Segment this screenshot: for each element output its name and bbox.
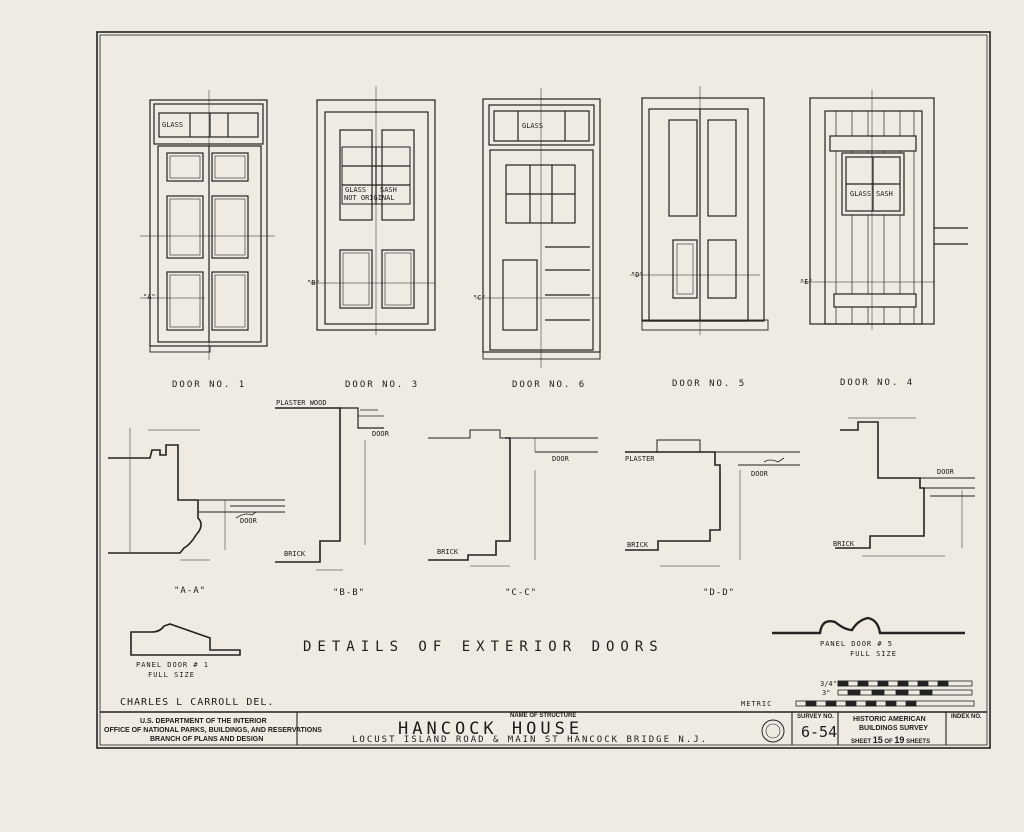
section-a-door-label: DOOR (240, 517, 257, 525)
door-5-section-mark: "D" (631, 271, 644, 279)
section-a-a (108, 428, 285, 561)
sheet-prefix: SHEET (851, 739, 872, 745)
door-4-section-mark: "E" (800, 278, 813, 286)
graphic-scale (795, 680, 975, 707)
profile-panel-door-5 (772, 616, 965, 635)
survey-label: SURVEY NO. (797, 714, 834, 720)
door-1-elevation (140, 90, 275, 360)
section-c-c (428, 429, 598, 567)
door-3-note-label: NOT ORIGINAL (344, 194, 395, 202)
door-1-glass-label: GLASS (162, 121, 184, 129)
sheet-of: OF (884, 739, 893, 745)
section-c-caption: "C-C" (505, 588, 538, 598)
habs-seal (761, 719, 785, 743)
section-d-top-label: PLASTER (625, 455, 655, 463)
door-1-caption: DOOR NO. 1 (172, 380, 247, 390)
door-3-sash-label: SASH (380, 186, 397, 194)
door-5-caption: DOOR NO. 5 (672, 379, 747, 389)
habs-line-2: BUILDINGS SURVEY (859, 725, 929, 732)
door-6-section-mark: "C" (473, 294, 486, 302)
agency-line-1: U.S. DEPARTMENT OF THE INTERIOR (140, 718, 267, 725)
door-3-section-mark: "B" (307, 279, 320, 287)
profile-right-line2: FULL SIZE (850, 650, 897, 658)
section-d-caption: "D-D" (703, 588, 736, 598)
index-label: INDEX NO. (951, 714, 982, 720)
section-e-brick-label: BRICK (833, 540, 855, 548)
sheet-count: SHEET 15 OF 19 SHEETS (851, 735, 930, 745)
section-b-b (275, 407, 384, 571)
section-b-door-label: DOOR (372, 430, 389, 438)
door-5-elevation (630, 86, 769, 335)
structure-label: NAME OF STRUCTURE (510, 713, 577, 719)
agency-line-2: OFFICE OF NATIONAL PARKS, BUILDINGS, AND… (104, 727, 322, 734)
door-3-elevation (310, 86, 436, 335)
profile-left-line1: PANEL DOOR # 1 (136, 661, 210, 669)
section-e (835, 417, 975, 557)
door-4-sash-label: SASH (876, 190, 893, 198)
profile-right-line1: PANEL DOOR # 5 (820, 640, 894, 648)
door-6-glass-label: GLASS (522, 122, 544, 130)
section-b-top-label: PLASTER WOOD (276, 399, 327, 407)
scale-b-label: 3" (822, 689, 831, 697)
door-4-elevation (800, 90, 968, 330)
sheet-border (96, 31, 991, 749)
survey-number: 6-54 (801, 723, 838, 741)
sheet-title: DETAILS OF EXTERIOR DOORS (303, 639, 664, 655)
section-c-brick-label: BRICK (437, 548, 459, 556)
section-b-brick-label: BRICK (284, 550, 306, 558)
agency-line-3: BRANCH OF PLANS AND DESIGN (150, 736, 264, 743)
section-b-caption: "B-B" (333, 588, 366, 598)
door-3-glass-label: GLASS (345, 186, 367, 194)
section-a-caption: "A-A" (174, 586, 207, 596)
door-6-caption: DOOR NO. 6 (512, 380, 587, 390)
section-d-door-label: DOOR (751, 470, 768, 478)
section-d-d (625, 439, 800, 567)
door-4-caption: DOOR NO. 4 (840, 378, 915, 388)
habs-line-1: HISTORIC AMERICAN (853, 716, 926, 723)
profile-left-line2: FULL SIZE (148, 671, 195, 679)
structure-name: HANCOCK HOUSE (398, 719, 584, 739)
delineator: CHARLES L CARROLL DEL. (120, 697, 275, 708)
profile-panel-door-1 (130, 623, 241, 656)
scale-label: METRIC (741, 700, 773, 708)
door-1-section-mark: "A" (143, 293, 156, 301)
section-e-door-label: DOOR (937, 468, 954, 476)
door-4-glass-label: GLASS (850, 190, 872, 198)
section-c-door-label: DOOR (552, 455, 569, 463)
scale-a-label: 3/4" (820, 680, 837, 688)
door-6-elevation (475, 88, 601, 368)
section-d-brick-label: BRICK (627, 541, 649, 549)
sheet-total: 19 (894, 735, 905, 745)
structure-address: LOCUST ISLAND ROAD & MAIN ST HANCOCK BRI… (352, 735, 709, 745)
door-3-caption: DOOR NO. 3 (345, 380, 420, 390)
sheet-number: 15 (872, 735, 883, 745)
sheet-suffix: SHEETS (906, 739, 931, 745)
